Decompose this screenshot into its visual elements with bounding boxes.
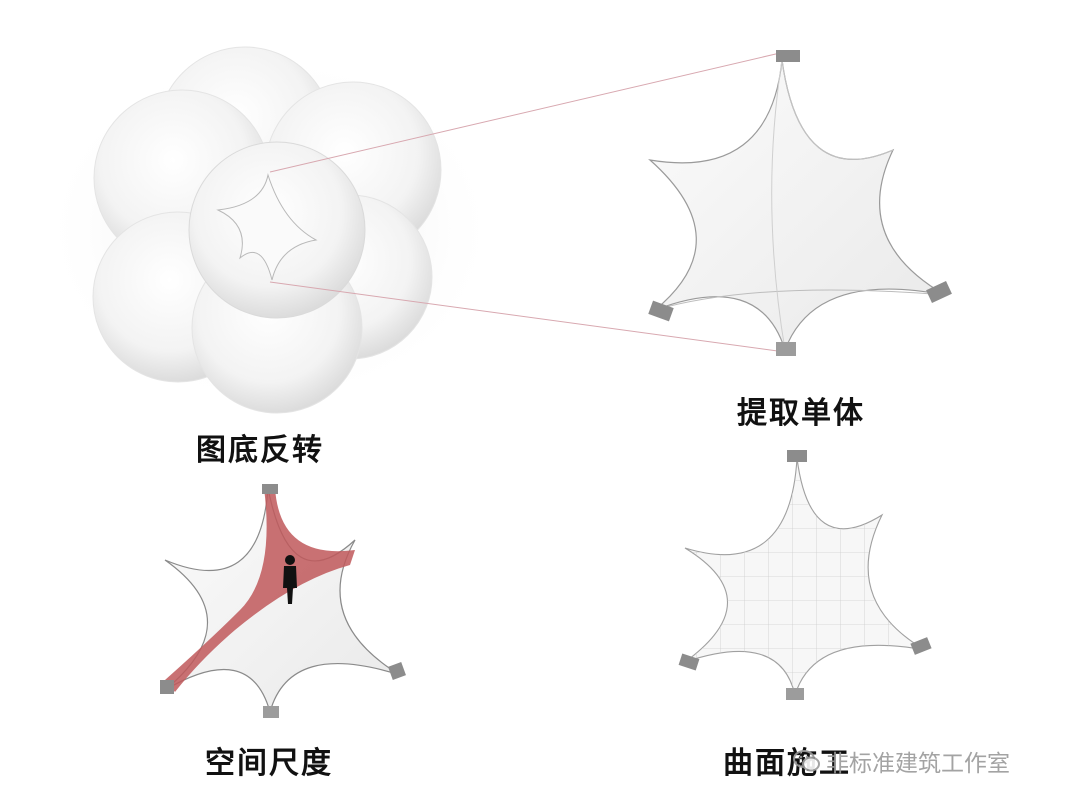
column-cap [926,281,952,303]
connector-line [269,52,781,173]
column-cap [787,450,807,462]
column-base [263,706,279,718]
membrane-edge [771,59,786,351]
sphere-cluster [40,46,500,414]
surface-construction-unit [678,450,932,700]
void-unit [216,173,318,281]
watermark-text: 非标准建筑工作室 [826,751,1010,777]
membrane-edge [781,59,894,160]
column-base [776,342,796,356]
membrane-grid [685,458,925,695]
column-cap [910,637,932,655]
column-cap [776,50,800,62]
label-spatial-scale: 空间尺度 [205,746,333,781]
column-cap [388,662,406,680]
column-cap [648,300,674,322]
spatial-scale-unit [160,484,406,718]
membrane-edge [654,289,946,311]
section-plane [165,488,355,692]
human-figure [283,555,297,604]
column-cap [160,680,174,694]
wechat-icon [793,750,820,772]
connector-line [269,281,786,353]
column-cap [678,653,700,671]
label-surface-construction: 曲面施工 [723,746,851,781]
label-extract-unit: 提取单体 [737,396,865,431]
column-base [786,688,804,700]
watermark: 非标准建筑工作室 [792,744,1010,778]
membrane-surface [648,59,946,352]
label-figure-ground-inversion: 图底反转 [196,433,324,468]
extracted-unit [648,50,952,356]
column-cap [262,484,278,494]
